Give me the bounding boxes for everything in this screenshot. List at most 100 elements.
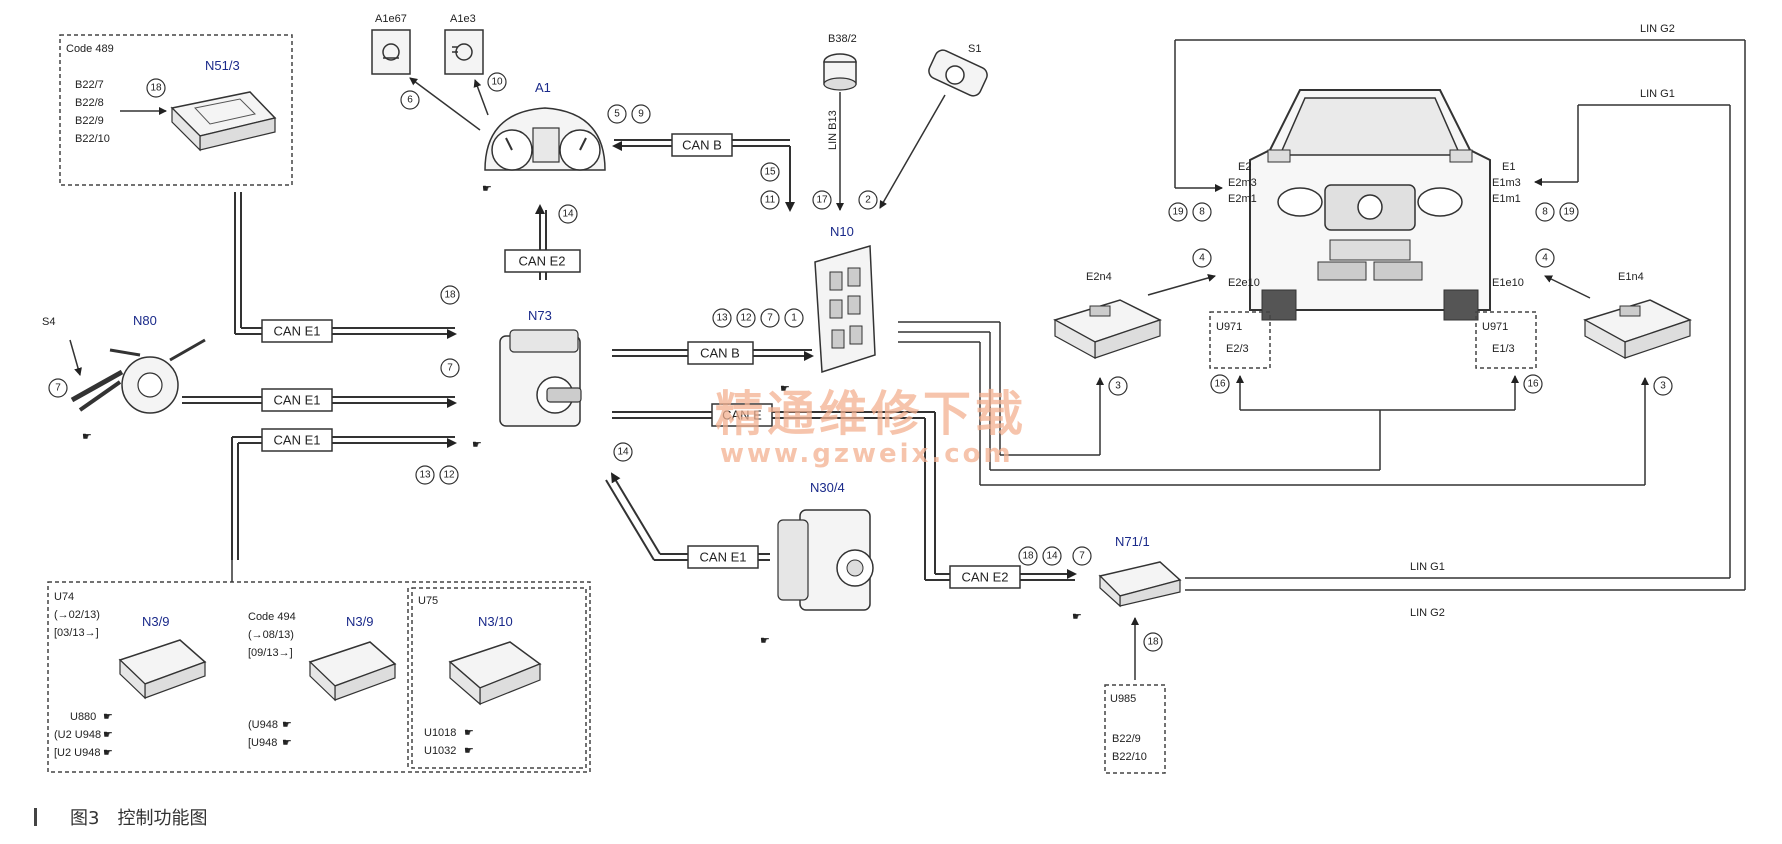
headlamp-left-labels: E2 E2m3 E2m1 E2e10 19 8 4 <box>1147 161 1260 296</box>
callout-7-n71 <box>1072 546 1092 566</box>
e2m3-label: E2m3 <box>1228 177 1257 189</box>
watermark-url: www.gzweix.com <box>720 439 1014 469</box>
n3-10-ecu-icon <box>448 641 542 706</box>
u985-line-1: B22/9 <box>1112 733 1141 745</box>
callout-9-text: 9 <box>638 109 644 120</box>
callout-16-left-text: 16 <box>1214 379 1226 390</box>
callout-5-text: 5 <box>614 109 620 120</box>
callout-7-n10 <box>760 308 780 328</box>
u75-label: U75 <box>418 595 438 607</box>
e1m3-label: E1m3 <box>1492 177 1521 189</box>
n10-label: N10 <box>830 224 854 239</box>
callout-18-u985-text: 18 <box>1147 637 1159 648</box>
e1n4-label: E1n4 <box>1618 271 1644 283</box>
callout-7-n73 <box>440 358 460 378</box>
n3-10-label: N3/10 <box>478 614 513 629</box>
lin-g1-bottom-label: LIN G1 <box>1410 561 1445 573</box>
n3-9-label-b: N3/9 <box>346 614 373 629</box>
u971-left-box <box>1209 311 1271 369</box>
n71-1-group: N71/1 ☛ <box>1072 534 1182 623</box>
u74-line-2: [03/13→] <box>54 627 99 639</box>
callout-9 <box>631 104 651 124</box>
callout-8-right <box>1535 202 1555 222</box>
callout-14-n30-text: 14 <box>617 447 629 458</box>
a1e67-lamp-icon <box>371 29 411 75</box>
code494-line-2: [09/13→] <box>248 647 293 659</box>
a1-instrument-cluster: A1 ☛ <box>482 80 606 195</box>
u74-hand-icon-3: ☛ <box>103 747 113 759</box>
engine-ecu-group: U74 (→02/13) [03/13→] N3/9 U880 (U2 U948… <box>47 560 591 773</box>
can-e1-c-bus: CAN E1 <box>231 428 457 560</box>
a1e3-group: A1e3 <box>444 13 484 75</box>
can-e1-c-label: CAN E1 <box>274 433 321 448</box>
callout-16-right <box>1523 374 1543 394</box>
watermark-text: 精通维修下载 <box>715 386 1027 442</box>
lin-g2-top-label: LIN G2 <box>1640 23 1675 35</box>
code494-ref-2: [U948 <box>248 737 277 749</box>
u971-right-group: U971 E1/3 16 <box>1475 311 1543 394</box>
can-e1-a-bus: CAN E1 <box>234 192 457 343</box>
callout-10-text: 10 <box>491 77 503 88</box>
vehicle-front-icon <box>1249 89 1491 321</box>
e1n4-group: E1n4 3 <box>1583 271 1692 396</box>
can-e1-bottom-bus: CAN E1 <box>605 472 770 569</box>
callout-2 <box>858 190 878 210</box>
lin-b13-label: LIN B13 <box>827 110 839 150</box>
u74-label: U74 <box>54 591 74 603</box>
can-e1-c-hand-icon: ☛ <box>472 439 482 451</box>
lin-g2-bottom-label: LIN G2 <box>1410 607 1445 619</box>
can-e2-top-bus: CAN E2 <box>504 204 581 280</box>
e2n4-label: E2n4 <box>1086 271 1112 283</box>
e2n4-group: E2n4 3 <box>1053 271 1162 396</box>
e1m1-label: E1m1 <box>1492 193 1521 205</box>
callout-3-right <box>1653 376 1673 396</box>
u74-hand-icon-1: ☛ <box>103 711 113 723</box>
headlamp-right-labels: E1 E1m3 E1m1 E1e10 8 19 4 <box>1492 161 1591 299</box>
code494-ref-1: (U948 <box>248 719 278 731</box>
callout-13-n10 <box>712 308 732 328</box>
e1n4-module-icon <box>1583 299 1692 360</box>
n10-group: N10 ☛ <box>780 224 876 395</box>
n73-group: N73 <box>499 308 582 427</box>
callout-13-n73-text: 13 <box>419 470 431 481</box>
can-e-mid-label: CAN E <box>722 408 762 423</box>
callout-7-n73-text: 7 <box>447 363 453 374</box>
e1e10-label: E1e10 <box>1492 277 1524 289</box>
callout-15-text: 15 <box>764 167 776 178</box>
callout-3-right-text: 3 <box>1660 381 1666 392</box>
a1-label: A1 <box>535 80 551 95</box>
a1e3-lamp-icon <box>444 29 484 75</box>
u985-dashed-box <box>1104 684 1166 774</box>
callout-14-top-text: 14 <box>562 209 574 220</box>
u74-ref-1: U880 <box>70 711 96 723</box>
callout-19-right-text: 19 <box>1563 207 1575 218</box>
callout-5 <box>607 104 627 124</box>
callout-3-left <box>1108 376 1128 396</box>
can-e2-top-label: CAN E2 <box>519 254 566 269</box>
callout-12-n10 <box>736 308 756 328</box>
n3-9-label-a: N3/9 <box>142 614 169 629</box>
u971-right-label: U971 <box>1482 321 1508 333</box>
u75-ref-1: U1018 <box>424 727 456 739</box>
callout-18-n73-text: 18 <box>444 290 456 301</box>
u985-label: U985 <box>1110 693 1136 705</box>
arrow-e2n4-to-e2e10 <box>1147 274 1216 296</box>
can-e-mid-bus: CAN E CAN E2 <box>612 403 1077 589</box>
lin-g1-top-label: LIN G1 <box>1640 88 1675 100</box>
code494-hand-icon-2: ☛ <box>282 737 292 749</box>
can-b-mid-label: CAN B <box>700 346 740 361</box>
n3-9-ecu-icon-a <box>118 639 207 700</box>
u74-ref-3: [U2 U948 <box>54 747 100 759</box>
u75-hand-icon-2: ☛ <box>464 745 474 757</box>
callout-7-s4-text: 7 <box>55 383 61 394</box>
arrow-e1n4-to-e1e10 <box>1544 275 1591 299</box>
u74-hand-icon-2: ☛ <box>103 729 113 741</box>
callout-6 <box>400 90 420 110</box>
code489-line-2: B22/8 <box>75 97 104 109</box>
n10-hand-icon: ☛ <box>780 383 790 395</box>
a1e67-label: A1e67 <box>375 13 407 25</box>
callout-6-text: 6 <box>407 95 413 106</box>
n51-3-label: N51/3 <box>205 58 240 73</box>
n73-ezs-icon <box>499 329 582 427</box>
